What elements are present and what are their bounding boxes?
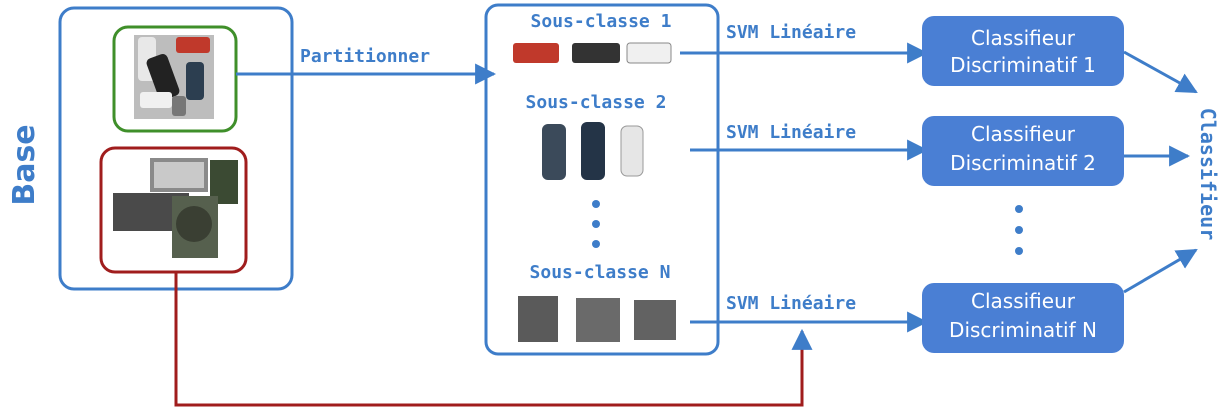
final-classifier-label: Classifieur xyxy=(1196,108,1220,240)
merge-line-1 xyxy=(1123,50,1198,94)
base-label: Base xyxy=(7,124,42,205)
classifier-ellipsis xyxy=(1015,205,1023,255)
negative-samples-box xyxy=(99,146,248,274)
classifier-box-n-line2: Discriminatif N xyxy=(949,318,1097,342)
classifier-box-2-line2: Discriminatif 2 xyxy=(950,151,1096,175)
subclass-ellipsis xyxy=(592,200,600,248)
subclass-1-label: Sous-classe 1 xyxy=(531,11,672,32)
partition-label: Partitionner xyxy=(300,46,430,67)
svm-label-1: SVM Linéaire xyxy=(726,22,856,43)
merge-line-n xyxy=(1123,248,1198,294)
classifier-box-1-line1: Classifieur xyxy=(971,26,1076,50)
negatives-connector xyxy=(174,272,813,407)
classifier-box-n: Classifieur Discriminatif N xyxy=(922,283,1124,353)
subclass-1-thumbnails xyxy=(513,42,672,64)
classifier-box-2-line1: Classifieur xyxy=(971,122,1076,146)
subclass-n-thumbnails xyxy=(518,296,676,342)
subclass-2-thumbnails xyxy=(542,122,644,180)
subclass-n-label: Sous-classe N xyxy=(530,262,671,283)
positive-samples-box xyxy=(112,25,238,133)
subclass-2-label: Sous-classe 2 xyxy=(526,92,667,113)
subclasses-box xyxy=(484,3,720,356)
classifier-box-n-line1: Classifieur xyxy=(971,289,1076,313)
classifier-box-1: Classifieur Discriminatif 1 xyxy=(922,16,1124,86)
svm-label-n: SVM Linéaire xyxy=(726,293,856,314)
svm-label-2: SVM Linéaire xyxy=(726,122,856,143)
positive-samples-thumbnail xyxy=(134,35,214,119)
classifier-box-2: Classifieur Discriminatif 2 xyxy=(922,116,1124,186)
negative-samples-thumbnail xyxy=(113,158,238,258)
classifier-box-1-line2: Discriminatif 1 xyxy=(950,53,1096,77)
